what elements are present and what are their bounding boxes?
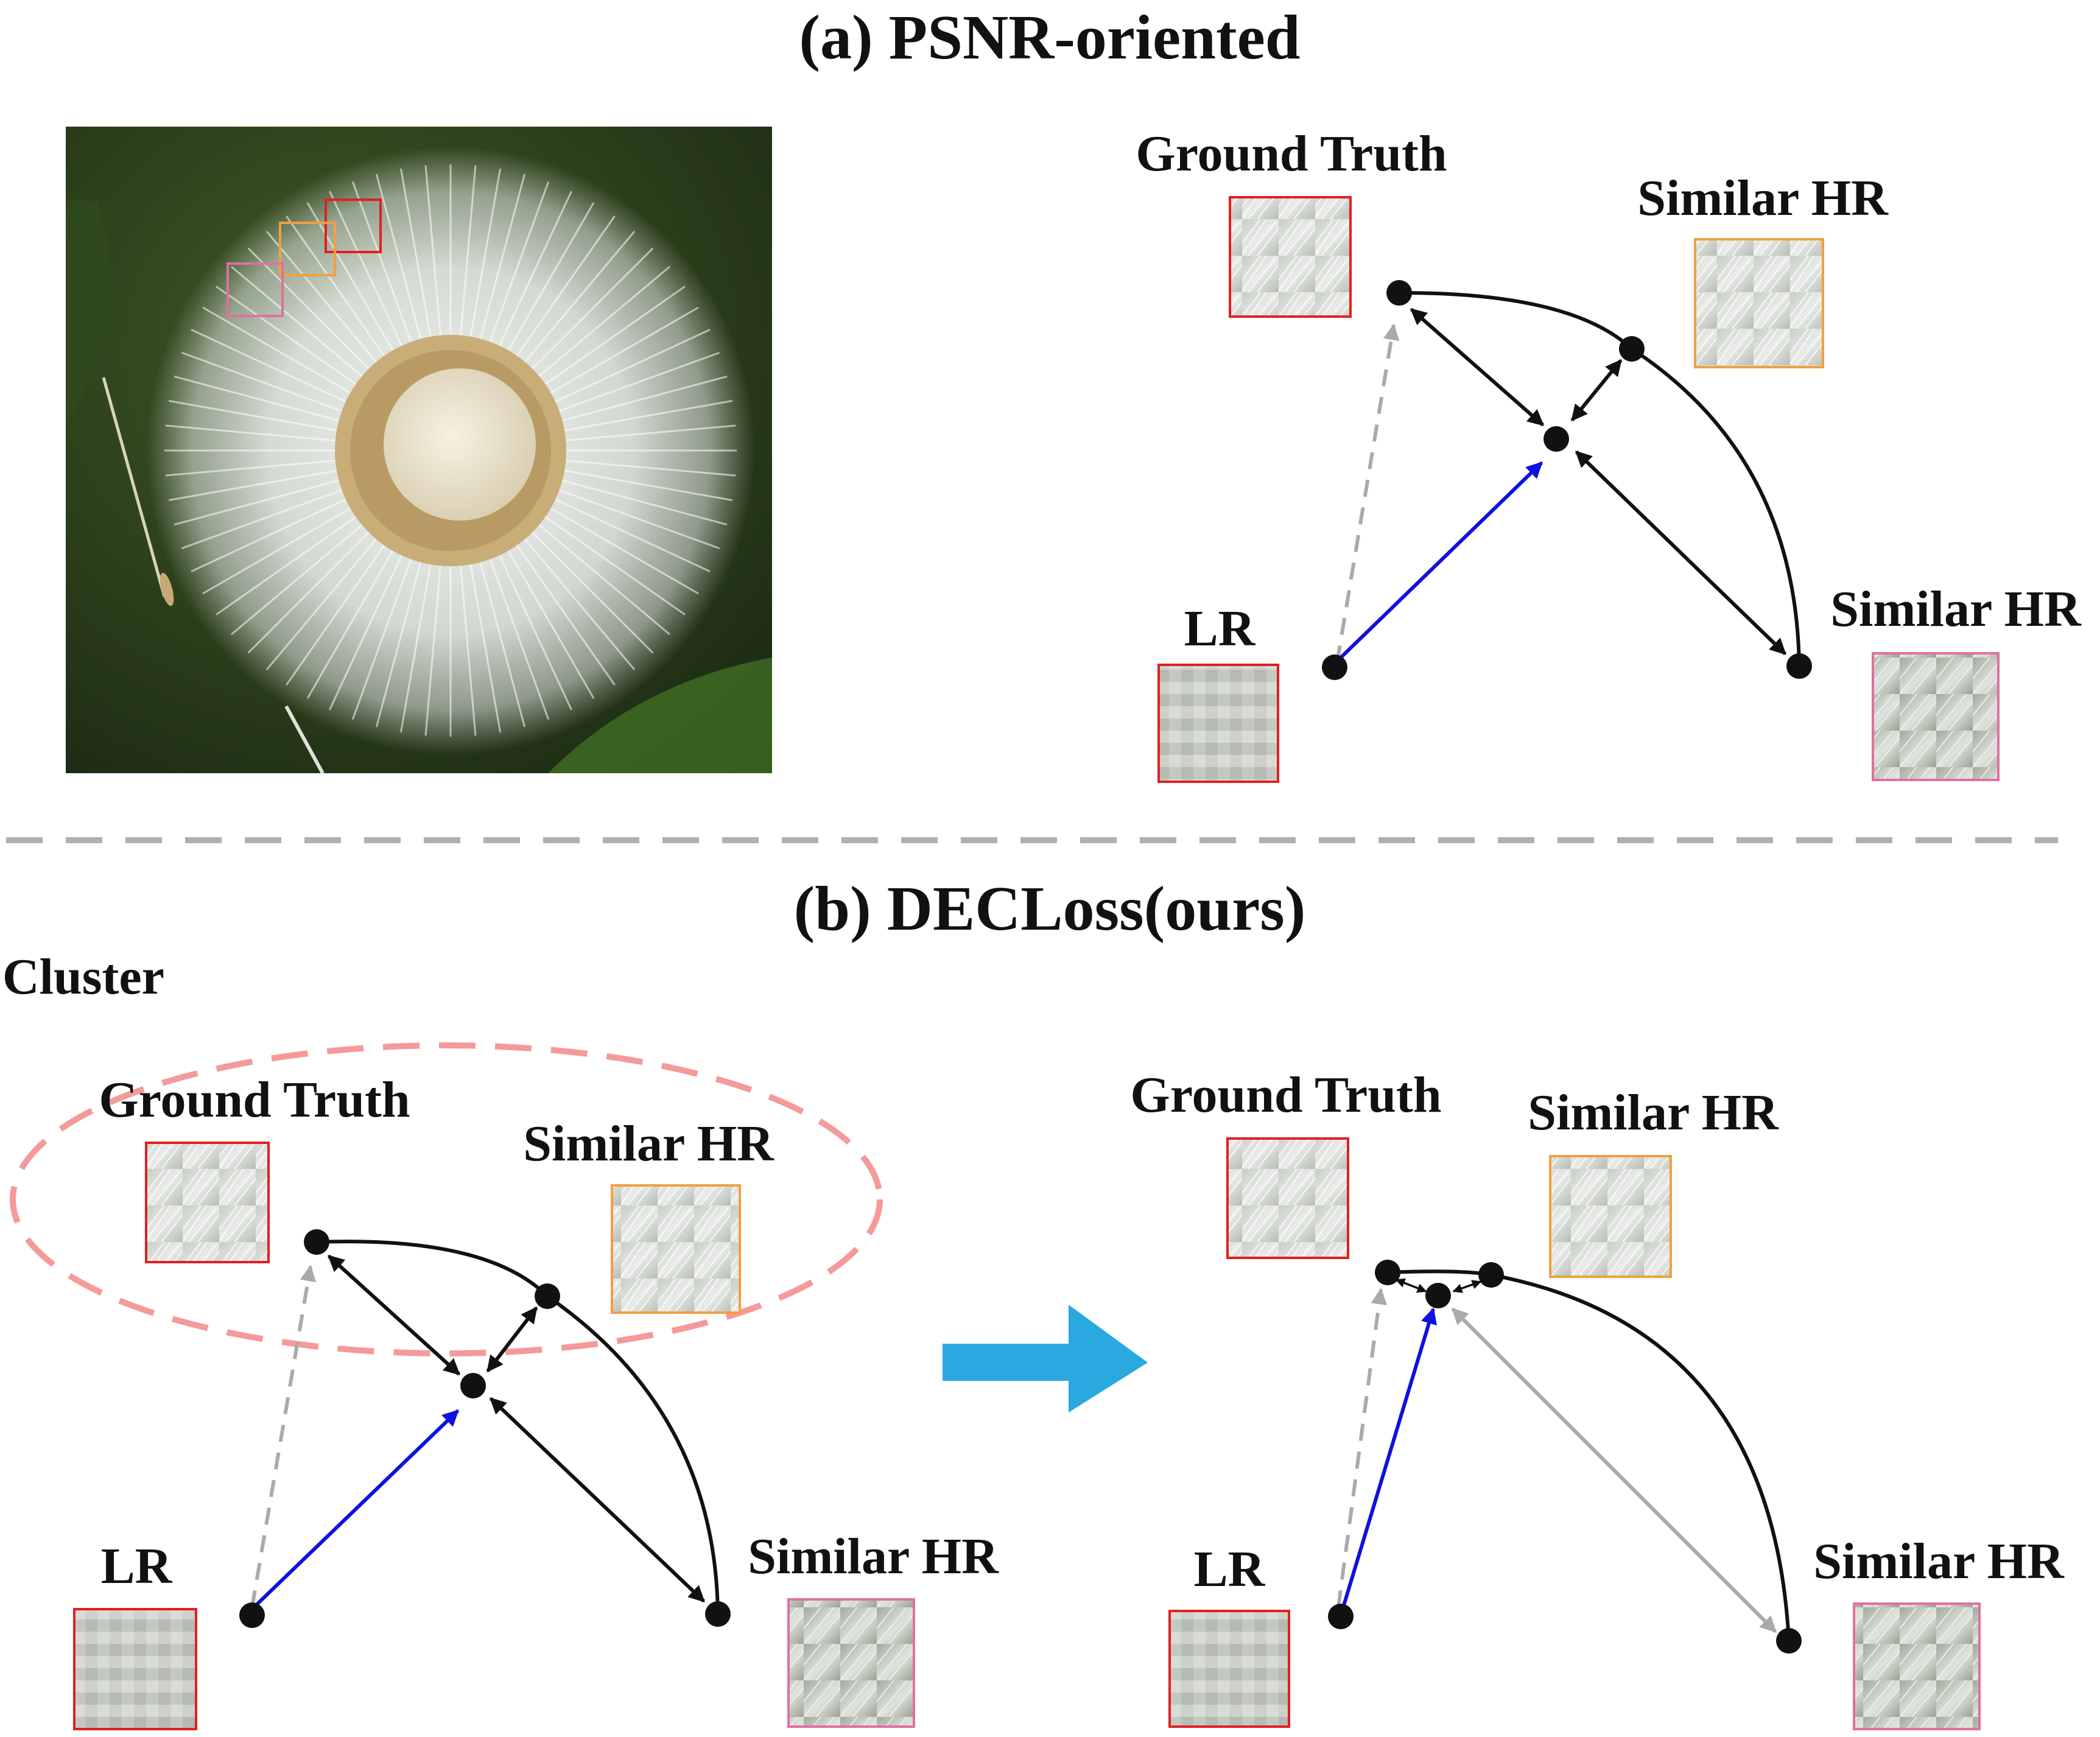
label-ground-truth: Ground Truth xyxy=(1130,1067,1441,1123)
arc-gt-to-similar xyxy=(1387,1269,1492,1277)
arrow-center-gt xyxy=(327,1254,461,1376)
arrow-center-similar xyxy=(1451,1307,1777,1633)
arrow-center-similar xyxy=(489,1397,706,1603)
arrow-right-icon xyxy=(943,1305,1148,1412)
patch-ground-truth xyxy=(1226,1137,1349,1259)
node-lr xyxy=(1328,1604,1354,1629)
label-similar-hr: Similar HR xyxy=(1813,1533,2065,1590)
label-lr: LR xyxy=(101,1538,173,1595)
node-similar-hr xyxy=(1776,1628,1802,1654)
node-ground-truth xyxy=(304,1229,329,1255)
label-similar-hr: Similar HR xyxy=(1528,1084,1779,1141)
node-ground-truth xyxy=(1386,280,1412,306)
label-similar-hr: Similar HR xyxy=(523,1115,774,1172)
node-similar-hr xyxy=(705,1601,731,1627)
label-cluster: Cluster xyxy=(2,949,164,1005)
patch-ground-truth xyxy=(1229,196,1352,318)
node-ground-truth xyxy=(1375,1260,1400,1285)
label-lr: LR xyxy=(1194,1541,1266,1598)
arrow-lr-to-gt xyxy=(1336,1288,1388,1608)
node-center xyxy=(460,1373,486,1398)
dandelion-photo xyxy=(66,127,772,774)
node-similar-hr xyxy=(1786,653,1812,679)
patch-similar-hr xyxy=(1549,1155,1672,1278)
patch-lr xyxy=(1168,1610,1290,1728)
diagram-decloss-after: Ground Truth Similar HR LR Similar HR xyxy=(1130,1067,2065,1730)
arrow-lr-to-gt xyxy=(250,1265,317,1608)
arrow-center-similar xyxy=(1452,1280,1482,1293)
node-similar-hr xyxy=(1478,1262,1504,1288)
title-decloss: (b) DECLoss(ours) xyxy=(794,874,1306,944)
label-similar-hr: Similar HR xyxy=(1637,170,1889,226)
diagram-psnr: Ground Truth Similar HR LR Similar HR xyxy=(1136,125,2082,783)
patch-lr xyxy=(73,1608,197,1730)
arc-similar-to-similar xyxy=(1491,1273,1791,1641)
cluster-ellipse xyxy=(10,1042,883,1356)
arc-gt-to-similar xyxy=(316,1240,549,1298)
arc-gt-to-similar xyxy=(1399,290,1634,351)
title-psnr-oriented: (a) PSNR-oriented xyxy=(799,2,1300,72)
arrow-lr-to-center xyxy=(1338,461,1543,661)
arrow-lr-to-center xyxy=(1341,1307,1437,1608)
node-similar-hr xyxy=(535,1283,560,1309)
patch-lr xyxy=(1157,664,1279,783)
arrow-lr-to-center xyxy=(254,1409,460,1607)
label-similar-hr: Similar HR xyxy=(748,1528,999,1585)
patch-similar-hr xyxy=(1872,652,2000,781)
diagram-decloss-before: Cluster Ground Truth Similar HR LR Simil… xyxy=(2,949,999,1730)
node-center xyxy=(1543,426,1569,452)
label-similar-hr: Similar HR xyxy=(1830,581,2082,637)
patch-similar-hr xyxy=(1853,1602,1981,1730)
arrow-center-similar xyxy=(1575,450,1787,656)
node-center xyxy=(1425,1283,1451,1308)
arrow-center-similar xyxy=(486,1306,538,1373)
arrow-center-similar xyxy=(1570,359,1623,422)
patch-similar-hr xyxy=(787,1598,915,1728)
arrow-center-gt xyxy=(1410,307,1545,427)
node-lr xyxy=(1322,654,1347,680)
arrow-center-gt xyxy=(1395,1278,1427,1293)
arrow-lr-to-gt xyxy=(1335,323,1400,663)
arc-similar-to-similar xyxy=(1631,347,1801,667)
patch-ground-truth xyxy=(145,1142,270,1263)
patch-similar-hr xyxy=(611,1184,741,1314)
node-lr xyxy=(239,1602,265,1628)
node-similar-hr xyxy=(1619,336,1645,362)
patch-similar-hr xyxy=(1694,238,1824,368)
label-ground-truth: Ground Truth xyxy=(1136,125,1447,182)
label-lr: LR xyxy=(1184,600,1256,657)
label-ground-truth: Ground Truth xyxy=(99,1072,410,1128)
